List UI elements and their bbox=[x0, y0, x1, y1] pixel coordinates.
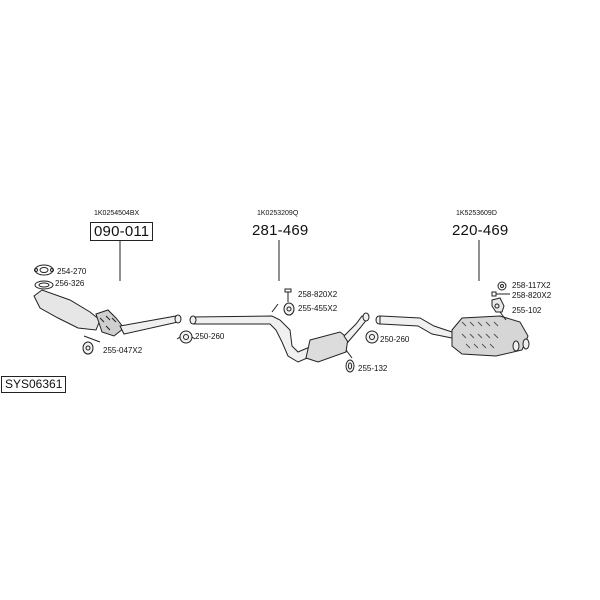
bolt-rear-icon bbox=[491, 291, 510, 297]
system-code: SYS06361 bbox=[1, 376, 67, 394]
label-gasket-a[interactable]: 254-270 bbox=[57, 267, 87, 276]
label-mount-rear[interactable]: 255-102 bbox=[512, 306, 542, 315]
label-ring-rear[interactable]: 258-117X2 bbox=[512, 281, 551, 290]
catalytic-converter-icon bbox=[33, 289, 182, 337]
gasket-254-270-icon bbox=[34, 264, 54, 276]
label-mount-center[interactable]: 255-132 bbox=[358, 364, 388, 373]
mount-center-icon bbox=[345, 359, 355, 373]
gasket-256-326-icon bbox=[34, 280, 54, 290]
clamp-2-icon bbox=[365, 330, 379, 344]
oem-code-rear: 1K5253609D bbox=[456, 210, 497, 217]
clamp-1-icon bbox=[176, 330, 196, 344]
label-mount-mid[interactable]: 255-455X2 bbox=[298, 304, 338, 313]
label-mount-front[interactable]: 255-047X2 bbox=[103, 346, 143, 355]
part-number-mid[interactable]: 281-469 bbox=[252, 222, 309, 239]
rear-silencer-icon bbox=[375, 315, 530, 357]
bolt-mid-icon bbox=[284, 288, 292, 302]
oem-code-front: 1K0254504BX bbox=[94, 210, 140, 217]
mount-rear-icon bbox=[491, 297, 507, 321]
label-gasket-b[interactable]: 256-326 bbox=[55, 279, 85, 288]
label-clamp-1[interactable]: 250-260 bbox=[195, 332, 225, 341]
label-bolt-rear[interactable]: 258-820X2 bbox=[512, 291, 552, 300]
oem-code-mid: 1K0253209Q bbox=[257, 210, 299, 217]
part-number-rear[interactable]: 220-469 bbox=[452, 222, 509, 239]
mount-mid-icon bbox=[283, 302, 295, 316]
ring-rear-icon bbox=[497, 281, 507, 291]
part-number-front[interactable]: 090-011 bbox=[90, 222, 154, 241]
label-clamp-2[interactable]: 250-260 bbox=[380, 335, 410, 344]
label-bolt-mid[interactable]: 258-820X2 bbox=[298, 290, 338, 299]
mount-front-icon bbox=[82, 341, 94, 355]
middle-silencer-icon bbox=[189, 312, 370, 363]
